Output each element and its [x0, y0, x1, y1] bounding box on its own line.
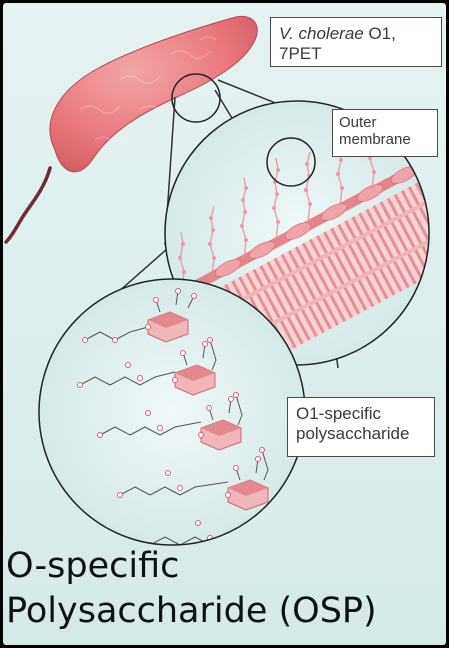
outer-membrane-label: Outer membrane [332, 109, 438, 157]
lineage-text: 7PET [279, 44, 433, 64]
species-label: V. cholerae O1, 7PET [270, 17, 442, 67]
o1-label-line2: polysaccharide [296, 424, 426, 444]
species-name: V. cholerae [279, 24, 364, 43]
serogroup-text: O1, [364, 24, 396, 43]
outer-membrane-line2: membrane [339, 131, 431, 148]
o1-label-line1: O1-specific [296, 404, 426, 424]
title-line2: Polysaccharide (OSP) [6, 589, 446, 634]
figure-title: O-specific Polysaccharide (OSP) [6, 544, 446, 634]
o1-polysaccharide-label: O1-specific polysaccharide [287, 397, 435, 457]
title-line1: O-specific [6, 544, 446, 589]
outer-membrane-line1: Outer [339, 114, 431, 131]
